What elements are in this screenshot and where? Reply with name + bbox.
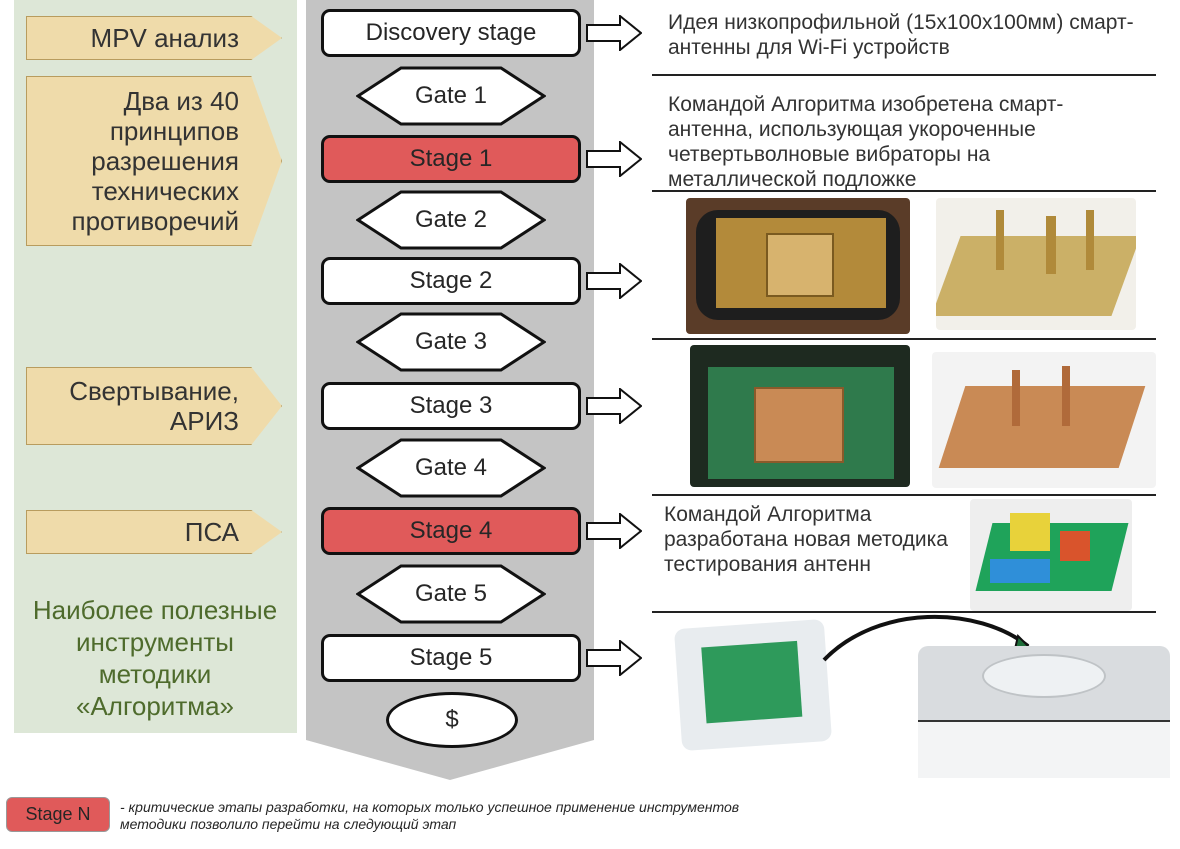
stage-label: Stage 5 — [409, 644, 493, 671]
router-product-photo — [912, 620, 1174, 782]
gate-label: Gate 4 — [414, 454, 488, 481]
right-arrow-icon — [586, 513, 642, 549]
right-arrow-icon — [586, 640, 642, 676]
stage-2: Stage 2 — [321, 257, 581, 305]
gate-1: Gate 1 — [356, 66, 546, 126]
gate-diamond-shape — [356, 312, 546, 372]
gate-3: Gate 3 — [356, 312, 546, 372]
legend-swatch-label: Stage N — [25, 804, 91, 824]
stage-label: Stage 4 — [409, 517, 493, 544]
stage-5: Stage 5 — [321, 634, 581, 682]
stage4-description: Командой Алгоритма разработана новая мет… — [664, 503, 948, 576]
tool-tag-label: Свертывание, АРИЗ — [69, 376, 239, 436]
final-antenna-photo — [673, 618, 833, 752]
tool-tag-principles: Два из 40 принципов разрешения техническ… — [26, 76, 282, 246]
gate-diamond-shape — [356, 66, 546, 126]
gate-4: Gate 4 — [356, 438, 546, 498]
end-node-label: $ — [445, 706, 459, 733]
gate-label: Gate 2 — [414, 206, 488, 233]
right-arrow-icon — [586, 141, 642, 177]
discovery-description: Идея низкопрофильной (15х100х100мм) смар… — [668, 11, 1134, 59]
gate-label: Gate 5 — [414, 580, 488, 607]
right-arrow-icon — [586, 15, 642, 51]
tool-tag-ariz: Свертывание, АРИЗ — [26, 367, 282, 445]
divider — [652, 338, 1156, 340]
stage-1: Stage 1 — [321, 135, 581, 183]
tool-tag-label: Два из 40 принципов разрешения техническ… — [71, 86, 240, 236]
right-arrow-icon — [586, 388, 642, 424]
legend-description: - критические этапы разработки, на котор… — [120, 799, 740, 832]
divider — [652, 190, 1156, 192]
stage-label: Discovery stage — [365, 19, 537, 46]
antenna-copper-photo — [932, 352, 1156, 488]
stage-discovery: Discovery stage — [321, 9, 581, 57]
gate-2: Gate 2 — [356, 190, 546, 250]
tool-tag-label: MPV анализ — [90, 23, 239, 53]
divider — [652, 74, 1156, 76]
gate-label: Gate 3 — [414, 328, 488, 355]
tools-caption: Наиболее полезные инструменты методики «… — [32, 595, 278, 721]
tool-tag-label: ПСА — [184, 517, 239, 547]
router-board-photo — [690, 345, 910, 487]
legend-critical-swatch: Stage N — [6, 797, 110, 832]
gate-diamond-shape — [356, 190, 546, 250]
stage-label: Stage 3 — [409, 392, 493, 419]
gate-label: Gate 1 — [414, 82, 488, 109]
stage-label: Stage 2 — [409, 267, 493, 294]
antenna-prototype-photo — [936, 198, 1136, 330]
tool-tag-mpv: MPV анализ — [26, 16, 282, 60]
prototype-router-photo — [686, 198, 910, 334]
divider — [652, 611, 1156, 613]
stage-label: Stage 1 — [409, 145, 493, 172]
right-arrow-icon — [586, 263, 642, 299]
gate-5: Gate 5 — [356, 564, 546, 624]
tool-tag-psa: ПСА — [26, 510, 282, 554]
stage-4: Stage 4 — [321, 507, 581, 555]
gate-diamond-shape — [356, 564, 546, 624]
divider — [652, 494, 1156, 496]
test-3d-plot-image — [970, 499, 1132, 611]
stage1-description: Командой Алгоритма изобретена смарт-анте… — [668, 93, 1064, 191]
end-node: $ — [386, 692, 518, 748]
stage-3: Stage 3 — [321, 382, 581, 430]
gate-diamond-shape — [356, 438, 546, 498]
